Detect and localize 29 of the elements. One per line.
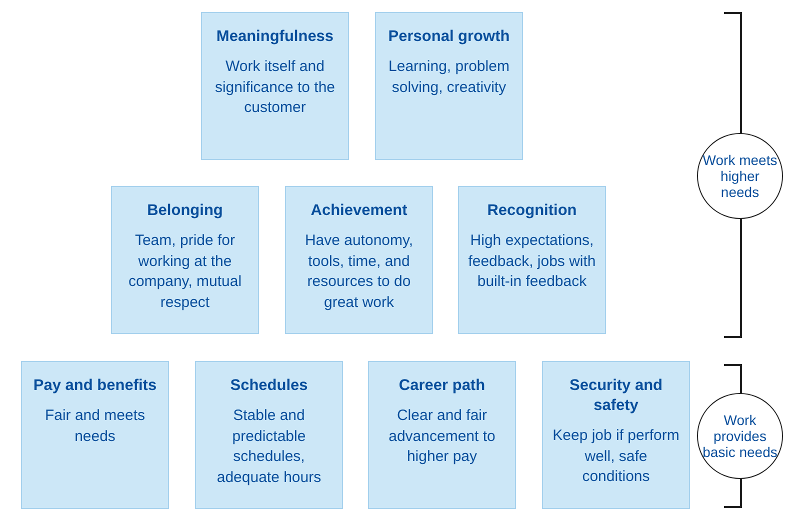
need-description: High expectations, feedback, jobs with built-in feedback [467,231,597,292]
need-box [368,361,516,509]
need-box [458,186,606,334]
need-box [201,12,349,160]
need-title: Achievement [310,201,408,221]
need-description: Have autonomy, tools, time, and resources to do great work [304,231,414,312]
need-title: Security and safety [568,376,664,416]
need-description: Team, pride for working at the company, mutual respect [127,231,243,312]
need-box [21,361,169,509]
need-description: Fair and meets needs [44,406,146,446]
need-title: Career path [398,376,486,396]
need-description: Learning, problem solving, creativity [388,57,510,98]
level-circle: Work provides basic needs [697,393,783,479]
need-description: Stable and predictable schedules, adequate hours [216,406,322,488]
need-description: Work itself and significance to the customer [214,57,336,118]
need-description: Keep job if perform well, safe conditions [552,426,680,487]
need-title: Belonging [146,201,224,221]
need-box [195,361,343,509]
need-title: Pay and benefits [32,376,158,396]
need-description: Clear and fair advancement to higher pay [388,406,496,467]
need-title: Personal growth [387,27,511,47]
need-box [375,12,523,160]
need-box [285,186,433,334]
level-circle: Work meets higher needs [697,133,783,219]
need-box [111,186,259,334]
need-title: Recognition [486,201,578,221]
need-box [542,361,690,509]
need-title: Schedules [229,376,309,396]
need-title: Meaningfulness [215,27,335,47]
